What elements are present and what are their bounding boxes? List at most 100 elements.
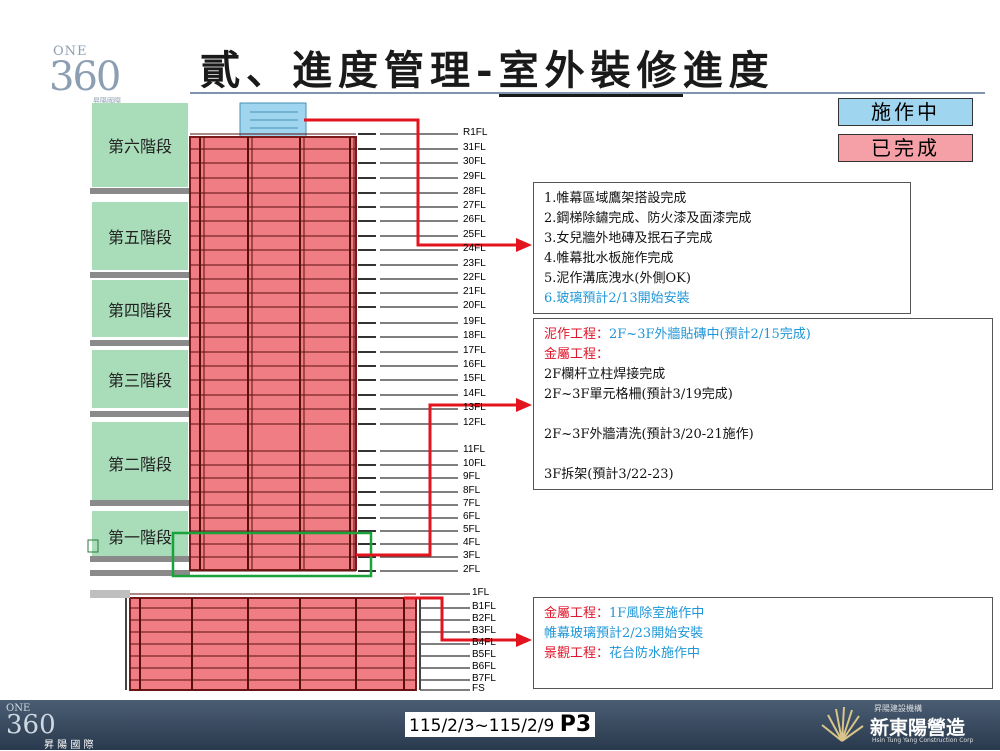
footer-logo-number: 360 xyxy=(6,710,56,740)
floor-label: B5FL xyxy=(472,649,496,660)
note-landscape-label: 景觀工程： xyxy=(544,646,610,661)
floor-label: 12FL xyxy=(463,417,486,428)
tower-grid xyxy=(190,133,356,572)
note-line: 帷幕玻璃預計2/23開始安裝 xyxy=(544,626,704,641)
brand-block: 昇陽建設機構 新東陽營造 Hsin Tung Yang Construction… xyxy=(820,703,995,747)
floor-label: 30FL xyxy=(463,156,486,167)
floor-label: 24FL xyxy=(463,243,486,254)
footer-logo-sub: 昇 陽 國 際 xyxy=(44,740,94,751)
report-period: 115/2/3~115/2/9 P3 xyxy=(405,712,596,737)
legend-completed: 已完成 xyxy=(838,134,973,162)
note-line: 6.玻璃預計2/13開始安裝 xyxy=(544,291,690,306)
arrow-head-3 xyxy=(516,633,532,647)
floor-label: 18FL xyxy=(463,330,486,341)
floor-label: 20FL xyxy=(463,300,486,311)
note-line: 泥作工程：2F~3F外牆貼磚中(預計2/15完成) xyxy=(544,325,982,345)
floor-label: 31FL xyxy=(463,142,486,153)
floor-label: 23FL xyxy=(463,258,486,269)
floor-label: 27FL xyxy=(463,200,486,211)
note-line xyxy=(544,445,982,465)
title-divider xyxy=(190,92,985,94)
note-landscape-text: 花台防水施作中 xyxy=(609,646,701,661)
floor-label: 7FL xyxy=(463,498,481,509)
phase-2-label: 第二階段 xyxy=(92,422,188,504)
floor-label: B1FL xyxy=(472,601,496,612)
note-line: 1.帷幕區域鷹架搭設完成 xyxy=(544,191,687,206)
note-mud-text: 2F~3F外牆貼磚中(預計2/15完成) xyxy=(609,327,811,342)
floor-label: B2FL xyxy=(472,613,496,624)
note-box-roof: 1.帷幕區域鷹架搭設完成 2.鋼梯除鏽完成、防火漆及面漆完成 3.女兒牆外地磚及… xyxy=(533,182,911,314)
title-main: 室外裝修 xyxy=(498,47,683,97)
floor-label: 17FL xyxy=(463,345,486,356)
page-number: P3 xyxy=(559,712,592,737)
floor-label: 3FL xyxy=(463,550,481,561)
floor-label: 29FL xyxy=(463,171,486,182)
floor-label: 11FL xyxy=(463,444,486,455)
floor-label: 15FL xyxy=(463,373,486,384)
floor-label: 1FL xyxy=(472,587,490,598)
logo-number-text: 360 xyxy=(49,54,121,100)
floor-label: R1FL xyxy=(463,127,488,138)
floor-label: 2FL xyxy=(463,564,481,575)
logo-sub-text: 昇陽國際 xyxy=(93,97,121,105)
note-line: 2.鋼梯除鏽完成、防火漆及面漆完成 xyxy=(544,211,752,226)
note-metal-text: 1F風除室施作中 xyxy=(609,606,705,621)
entrance-icon xyxy=(87,539,99,553)
floor-label: B4FL xyxy=(472,637,496,648)
floor-label: FS xyxy=(472,683,485,694)
floor-label: 21FL xyxy=(463,286,486,297)
floor-label: 22FL xyxy=(463,272,486,283)
note-line: 2F欄杆立柱焊接完成 xyxy=(544,367,666,382)
floor-label: B7FL xyxy=(472,673,496,684)
arrow-head-2 xyxy=(516,398,532,412)
brand-small: 昇陽建設機構 xyxy=(874,704,922,713)
footer-logo: ONE 360 昇 陽 國 際 xyxy=(6,703,94,751)
note-metal-label: 金屬工程： xyxy=(544,606,610,621)
phase-6-label: 第六階段 xyxy=(92,103,188,187)
page-title: 貳、進度管理-室外裝修進度 xyxy=(200,38,775,97)
floor-label: 6FL xyxy=(463,511,481,522)
phase-4-label: 第四階段 xyxy=(92,280,188,337)
podium-grid xyxy=(130,593,416,691)
note-line xyxy=(544,405,982,425)
note-line: 2F~3F外牆清洗(預計3/20-21施作) xyxy=(544,427,754,442)
floor-label: 26FL xyxy=(463,214,486,225)
floor-label: B6FL xyxy=(472,661,496,672)
note-line: 金屬工程：1F風除室施作中 xyxy=(544,604,982,624)
sun-emblem-icon xyxy=(821,706,864,742)
note-line: 3.女兒牆外地磚及抿石子完成 xyxy=(544,231,713,246)
slab-bands xyxy=(90,188,190,576)
note-line: 3F拆架(預計3/22-23) xyxy=(544,467,674,482)
note-line: 景觀工程：花台防水施作中 xyxy=(544,644,982,664)
floor-label: 5FL xyxy=(463,524,481,535)
floor-label: 16FL xyxy=(463,359,486,370)
note-line: 4.帷幕批水板施作完成 xyxy=(544,251,674,266)
floor-label: B3FL xyxy=(472,625,496,636)
floor-label: 8FL xyxy=(463,485,481,496)
note-box-lower-floors: 泥作工程：2F~3F外牆貼磚中(預計2/15完成) 金屬工程： 2F欄杆立柱焊接… xyxy=(533,318,993,490)
phase-5-label: 第五階段 xyxy=(92,202,188,270)
floor-label: 28FL xyxy=(463,186,486,197)
phase-3-label: 第三階段 xyxy=(92,350,188,408)
title-prefix: 貳、進度管理- xyxy=(200,47,499,94)
note-box-podium: 金屬工程：1F風除室施作中 帷幕玻璃預計2/23開始安裝 景觀工程：花台防水施作… xyxy=(533,597,993,689)
period-text: 115/2/3~115/2/9 xyxy=(409,716,555,736)
floor-label: 19FL xyxy=(463,316,486,327)
callout-arrows xyxy=(304,118,518,642)
note-mud-label: 泥作工程： xyxy=(544,327,610,342)
floor-label: 4FL xyxy=(463,537,481,548)
note-line: 5.泥作溝底洩水(外側OK) xyxy=(544,271,691,286)
tower-facade xyxy=(189,136,357,571)
arrow-head-1 xyxy=(516,238,532,252)
floor-label: 14FL xyxy=(463,388,486,399)
floor-label: 9FL xyxy=(463,471,481,482)
logo-one-text: ONE xyxy=(53,44,88,59)
floor-label: 10FL xyxy=(463,458,486,469)
title-suffix: 進度 xyxy=(682,47,775,94)
legend-in-progress: 施作中 xyxy=(838,98,973,126)
brand-english: Hsin Tung Yang Construction Corp xyxy=(872,737,974,744)
floor-label: 13FL xyxy=(463,402,486,413)
brand-name: 新東陽營造 xyxy=(870,717,966,739)
footer-logo-one: ONE xyxy=(6,703,31,714)
